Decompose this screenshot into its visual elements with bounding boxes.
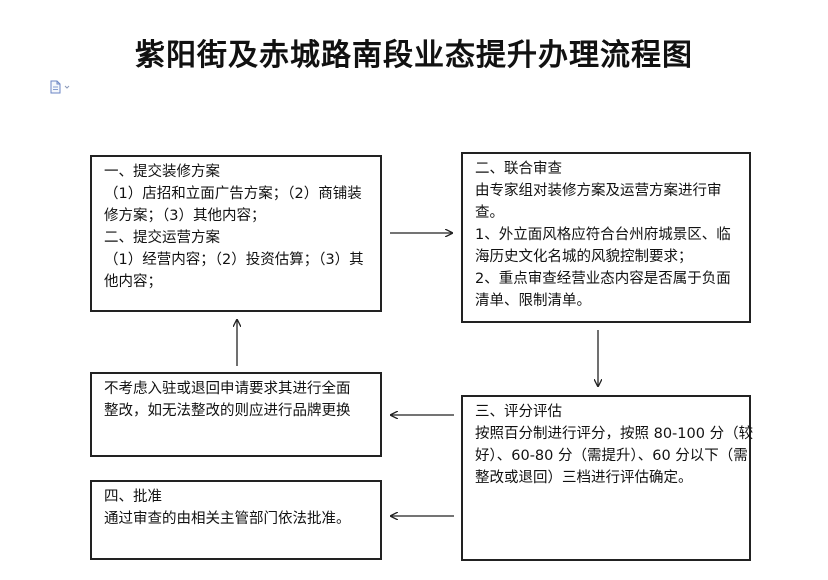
page-title: 紫阳街及赤城路南段业态提升办理流程图: [135, 38, 693, 73]
box-text-line: 一、提交装修方案: [104, 164, 220, 180]
document-icon: [50, 80, 70, 94]
box-text-line: 查。: [475, 205, 504, 221]
step-box-reject: 不考虑入驻或退回申请要求其进行全面整改，如无法整改的则应进行品牌更换: [90, 372, 382, 457]
step-box-submit: 一、提交装修方案 （1）店招和立面广告方案；（2）商铺装修方案；（3）其他内容； 二…: [90, 155, 382, 312]
box-text-line: 1、外立面风格应符合台州府城景区、临: [475, 227, 731, 243]
box-text-line: 修方案；（3）其他内容；: [104, 208, 266, 224]
step-box-score: 三、评分评估按照百分制进行评分，按照 80-100 分（较好）、60-80 分（…: [461, 395, 754, 561]
box-text-line: 他内容；: [104, 274, 162, 290]
box-text-line: 通过审查的由相关主管部门依法批准。: [104, 511, 351, 527]
box-text-line: 由专家组对装修方案及运营方案进行审: [475, 183, 722, 199]
box-text-line: 海历史文化名城的风貌控制要求；: [475, 249, 693, 265]
box-text-line: （1）经营内容；（2）投资估算；（3）其: [104, 252, 364, 268]
box-text-line: 二、联合审查: [475, 161, 562, 177]
box-text-line: 清单、限制清单。: [475, 293, 591, 309]
box-text-line: （1）店招和立面广告方案；（2）商铺装: [104, 186, 362, 202]
box-text-line: 四、批准: [104, 489, 162, 505]
box-text-line: 好）、60-80 分（需提升）、60 分以下（需: [475, 448, 748, 464]
box-text-line: 不考虑入驻或退回申请要求其进行全面: [104, 381, 351, 397]
box-text-line: 按照百分制进行评分，按照 80-100 分（较: [475, 426, 754, 442]
box-text-line: 二、提交运营方案: [104, 230, 220, 246]
box-text-line: 三、评分评估: [475, 404, 562, 420]
box-text-line: 整改或退回）三档进行评估确定。: [475, 470, 693, 486]
step-box-joint-review: 二、联合审查由专家组对装修方案及运营方案进行审查。 1、外立面风格应符合台州府城景…: [461, 152, 751, 323]
step-box-approve: 四、批准通过审查的由相关主管部门依法批准。: [90, 480, 382, 560]
box-text-line: 整改，如无法整改的则应进行品牌更换: [104, 403, 351, 419]
box-text-line: 2、重点审查经营业态内容是否属于负面: [475, 271, 731, 287]
